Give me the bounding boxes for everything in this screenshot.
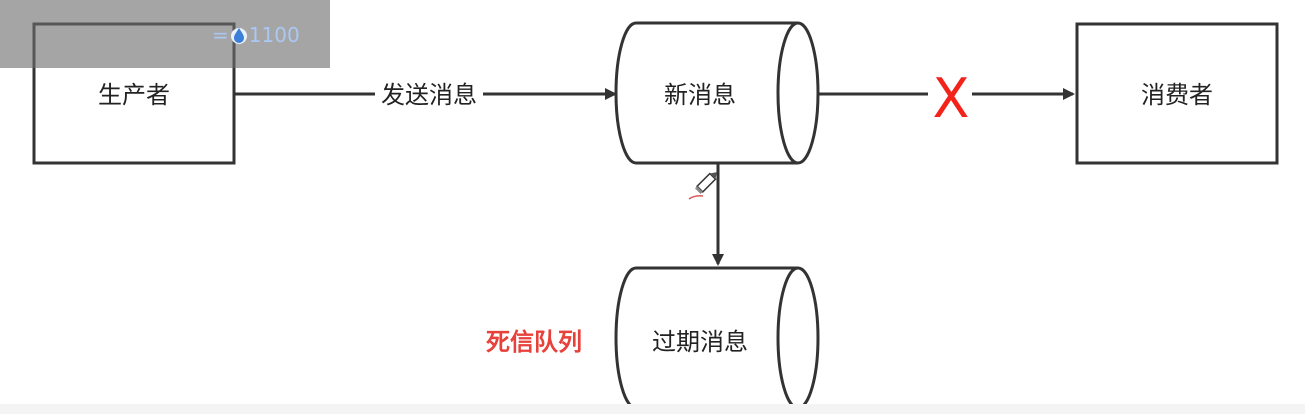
water-drop-icon (230, 28, 247, 44)
stray-annotation-stroke (688, 195, 704, 200)
blocked-x-mark: X (933, 67, 970, 130)
producer-label: 生产者 (98, 81, 170, 109)
send-edge[interactable]: 发送消息 (234, 81, 617, 109)
overlay-equals: = (212, 23, 229, 47)
consumer-box (1075, 22, 1279, 165)
recorder-overlay-bar (0, 0, 330, 68)
blocked-consume-edge[interactable]: X (818, 67, 1075, 130)
overlay-value: 1100 (248, 23, 300, 47)
new-message-cylinder-rim (776, 21, 799, 165)
dead-letter-queue-label: 死信队列 (486, 328, 582, 356)
expired-message-cylinder-rim (776, 266, 799, 410)
expired-message-queue-node[interactable]: 过期消息 (614, 266, 820, 410)
consumer-label: 消费者 (1141, 81, 1213, 109)
send-edge-label: 发送消息 (381, 81, 477, 109)
pencil-cursor-icon (694, 172, 717, 195)
new-message-label: 新消息 (664, 81, 736, 109)
new-message-queue-node[interactable]: 新消息 (614, 21, 820, 165)
consumer-node[interactable]: 消费者 (1075, 22, 1279, 165)
bottom-strip (0, 404, 1305, 414)
overlay-readout: = 1100 (212, 20, 300, 50)
expired-message-label: 过期消息 (652, 328, 748, 356)
